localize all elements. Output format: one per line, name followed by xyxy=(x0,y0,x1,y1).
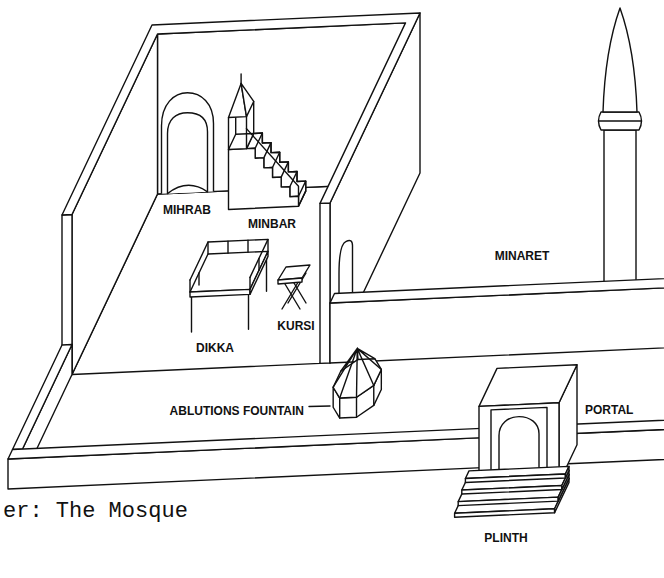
mihrab xyxy=(162,93,214,194)
label-anchor: DIKKA xyxy=(195,338,235,356)
part-label: MINBAR xyxy=(247,218,297,230)
kursi-board xyxy=(278,265,310,280)
front-wall-top xyxy=(8,428,493,459)
front-wall-top xyxy=(568,417,664,434)
label-anchor: PORTAL xyxy=(584,400,634,418)
portal-frame xyxy=(491,407,547,470)
kursi xyxy=(278,265,310,309)
wall-end xyxy=(320,203,330,363)
part-label: PORTAL xyxy=(584,404,634,416)
minbar-side xyxy=(229,148,299,209)
courtyard-wall-top xyxy=(13,345,73,450)
minbar-roof xyxy=(241,83,254,116)
minaret-shaft xyxy=(604,130,636,300)
label-anchor: KURSI xyxy=(276,316,315,334)
caption-anchor: er: The Mosque xyxy=(3,500,188,524)
kursi-board xyxy=(278,278,302,284)
dikka-platform xyxy=(190,289,250,297)
label-anchor: MINARET xyxy=(494,246,551,264)
part-label: DIKKA xyxy=(195,342,235,354)
fountain-ridges xyxy=(333,348,381,398)
label-anchor: PLINTH xyxy=(483,528,528,546)
label-anchor: MINBAR xyxy=(247,214,297,232)
minbar xyxy=(229,74,306,209)
plinth-step xyxy=(565,466,569,478)
portal-top xyxy=(479,365,577,407)
dikka xyxy=(190,239,268,332)
wall-top xyxy=(62,13,420,215)
plinth xyxy=(455,466,569,517)
portal-arch xyxy=(499,417,539,470)
caption: er: The Mosque xyxy=(3,500,188,524)
part-label: MIHRAB xyxy=(162,204,212,216)
minaret-spire xyxy=(603,8,637,112)
ablutions-fountain xyxy=(309,348,381,418)
mihrab-niche xyxy=(168,185,208,193)
mihrab-frame xyxy=(162,93,214,194)
side-wall-face xyxy=(72,34,158,375)
plinth-step xyxy=(462,486,562,495)
dikka-balusters xyxy=(190,239,268,292)
part-label: MINARET xyxy=(494,250,551,262)
label-anchor: ABLUTIONS FOUNTAIN xyxy=(169,401,305,419)
label-anchor: MIHRAB xyxy=(162,200,212,218)
part-label: ABLUTIONS FOUNTAIN xyxy=(169,405,305,417)
minbar-finial xyxy=(240,74,241,83)
part-label: PLINTH xyxy=(483,532,528,544)
plinth-step xyxy=(458,497,558,506)
minbar-landing xyxy=(229,133,254,149)
mihrab-arch xyxy=(168,113,208,194)
minaret xyxy=(599,8,642,300)
plinth-step xyxy=(455,509,555,518)
leader-line xyxy=(309,405,330,407)
part-label: KURSI xyxy=(276,320,315,332)
minbar-rail xyxy=(247,129,299,197)
dikka-railing xyxy=(190,239,268,280)
minaret-balcony xyxy=(599,112,642,130)
dikka-platform xyxy=(190,251,268,292)
minaret-ring xyxy=(599,120,642,121)
plinth-step xyxy=(465,474,565,483)
courtyard-wall-top xyxy=(330,273,664,303)
